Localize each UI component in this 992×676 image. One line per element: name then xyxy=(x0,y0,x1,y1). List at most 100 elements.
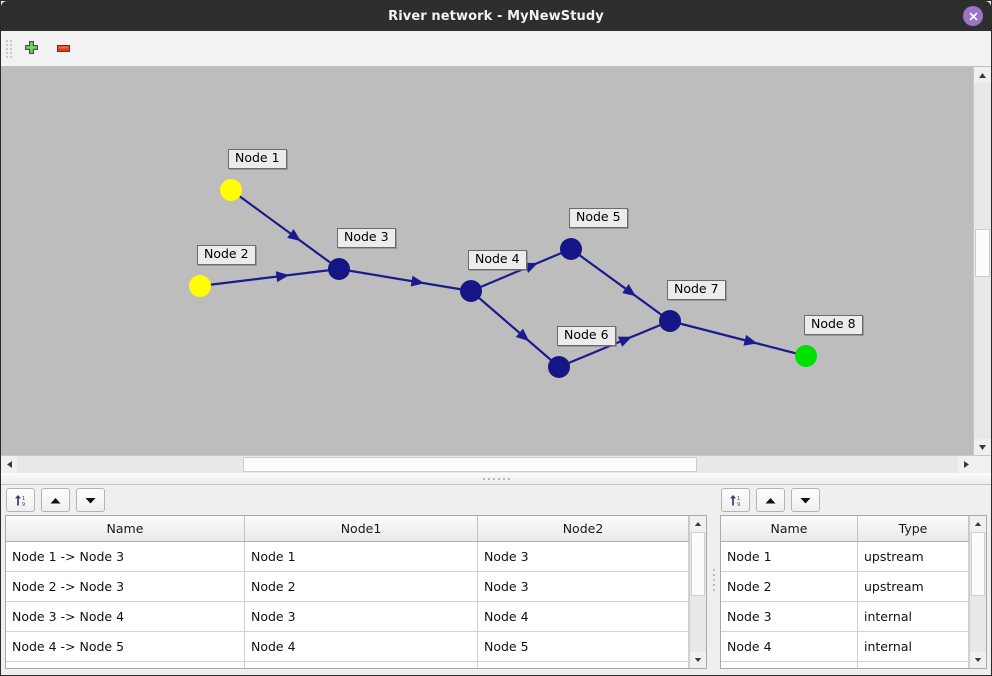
table-cell-empty[interactable] xyxy=(721,661,858,668)
node-label-node4[interactable]: Node 4 xyxy=(468,250,527,270)
vscroll-thumb[interactable] xyxy=(975,228,990,278)
scroll-up-button[interactable] xyxy=(974,67,991,83)
table-cell[interactable]: upstream xyxy=(857,541,969,572)
node-label-node1[interactable]: Node 1 xyxy=(228,149,287,169)
edge-Node3-Node4[interactable] xyxy=(338,267,472,293)
vertical-splitter[interactable] xyxy=(711,485,716,675)
svg-text:1: 1 xyxy=(22,496,25,502)
edge-Node5-Node7[interactable] xyxy=(570,248,671,322)
node-table-scrollbar[interactable] xyxy=(969,516,986,668)
node-move-down-button[interactable] xyxy=(791,488,820,512)
branch-sort-button[interactable]: 1 9 xyxy=(6,488,35,512)
table-cell[interactable]: Node 3 xyxy=(721,601,858,632)
table-cell[interactable]: Node 4 -> Node 5 xyxy=(6,631,245,662)
table-cell[interactable]: Node 4 xyxy=(721,631,858,662)
table-row-empty[interactable] xyxy=(721,661,969,668)
table-cell[interactable]: upstream xyxy=(857,571,969,602)
table-cell[interactable]: Node 3 xyxy=(244,601,478,632)
branch-scroll-down-button[interactable] xyxy=(690,652,706,668)
node-node7[interactable] xyxy=(659,310,681,332)
node-move-up-button[interactable] xyxy=(756,488,785,512)
node-sort-button[interactable]: 1 9 xyxy=(721,488,750,512)
delete-node-button[interactable] xyxy=(49,35,77,63)
node-node2[interactable] xyxy=(189,275,211,297)
canvas-vertical-scrollbar[interactable] xyxy=(973,67,991,455)
branch-move-down-button[interactable] xyxy=(76,488,105,512)
node-node4[interactable] xyxy=(460,280,482,302)
edge-Node2-Node3[interactable] xyxy=(199,267,340,288)
node-column-header[interactable]: Name xyxy=(721,516,858,542)
table-cell[interactable]: Node 3 -> Node 4 xyxy=(6,601,245,632)
add-node-button[interactable] xyxy=(17,35,45,63)
table-cell[interactable]: Node 4 xyxy=(244,631,478,662)
table-cell[interactable]: Node 1 -> Node 3 xyxy=(6,541,245,572)
table-cell-empty[interactable] xyxy=(477,661,689,668)
branch-move-up-button[interactable] xyxy=(41,488,70,512)
scroll-down-button[interactable] xyxy=(974,439,991,455)
toolbar-grip[interactable] xyxy=(5,38,12,60)
splitter-grip xyxy=(482,477,510,480)
network-canvas[interactable]: Node 1 Node 2 Node 3 Node 4 Node 5 Node 6 Node… xyxy=(1,67,973,455)
scroll-left-button[interactable] xyxy=(1,456,17,473)
node-node5[interactable] xyxy=(560,238,582,260)
node-scroll-up-button[interactable] xyxy=(970,516,986,532)
node-label-node2[interactable]: Node 2 xyxy=(197,245,256,265)
node-column-header[interactable]: Type xyxy=(857,516,969,542)
node-scroll-track[interactable] xyxy=(970,532,986,652)
scroll-right-button[interactable] xyxy=(958,456,974,473)
branch-column-header[interactable]: Node2 xyxy=(477,516,689,542)
node-label-node3[interactable]: Node 3 xyxy=(337,228,396,248)
node-node1[interactable] xyxy=(220,179,242,201)
node-label-node6[interactable]: Node 6 xyxy=(557,326,616,346)
node-label-node7[interactable]: Node 7 xyxy=(667,280,726,300)
edge-Node4-Node5[interactable] xyxy=(470,247,572,293)
node-label-node5[interactable]: Node 5 xyxy=(569,208,628,228)
table-cell[interactable]: Node 5 xyxy=(477,631,689,662)
table-cell[interactable]: internal xyxy=(857,601,969,632)
branch-scroll-track[interactable] xyxy=(690,532,706,652)
canvas-horizontal-scrollbar[interactable] xyxy=(1,455,991,473)
edge-Node1-Node3[interactable] xyxy=(230,189,340,270)
table-cell[interactable]: Node 1 xyxy=(244,541,478,572)
table-cell-empty[interactable] xyxy=(244,661,478,668)
table-cell-empty[interactable] xyxy=(6,661,245,668)
branch-column-header[interactable]: Node1 xyxy=(244,516,478,542)
edge-Node4-Node6[interactable] xyxy=(470,290,560,368)
node-scroll-thumb[interactable] xyxy=(971,532,985,597)
table-cell[interactable]: Node 2 xyxy=(244,571,478,602)
table-cell[interactable]: Node 1 xyxy=(721,541,858,572)
table-cell[interactable]: Node 3 xyxy=(477,571,689,602)
node-node8[interactable] xyxy=(795,345,817,367)
hscroll-thumb[interactable] xyxy=(242,457,697,472)
table-cell[interactable]: internal xyxy=(857,631,969,662)
branch-table-scrollbar[interactable] xyxy=(689,516,706,668)
table-cell[interactable]: Node 2 -> Node 3 xyxy=(6,571,245,602)
edge-Node7-Node8[interactable] xyxy=(669,319,807,358)
table-cell[interactable]: Node 2 xyxy=(721,571,858,602)
hscroll-track[interactable] xyxy=(17,456,958,473)
close-icon[interactable] xyxy=(963,6,983,26)
branch-column-header[interactable]: Name xyxy=(6,516,245,542)
node-node6[interactable] xyxy=(548,356,570,378)
branch-scroll-up-button[interactable] xyxy=(690,516,706,532)
node-label-node8[interactable]: Node 8 xyxy=(804,315,863,335)
table-row-empty[interactable] xyxy=(6,661,689,668)
table-cell[interactable]: Node 4 xyxy=(477,601,689,632)
branch-scroll-thumb[interactable] xyxy=(691,532,705,597)
table-cell-empty[interactable] xyxy=(857,661,969,668)
horizontal-splitter[interactable] xyxy=(1,473,991,485)
table-cell[interactable]: Node 3 xyxy=(477,541,689,572)
node-scroll-down-button[interactable] xyxy=(970,652,986,668)
node-node3[interactable] xyxy=(328,258,350,280)
vscroll-track[interactable] xyxy=(974,83,991,439)
